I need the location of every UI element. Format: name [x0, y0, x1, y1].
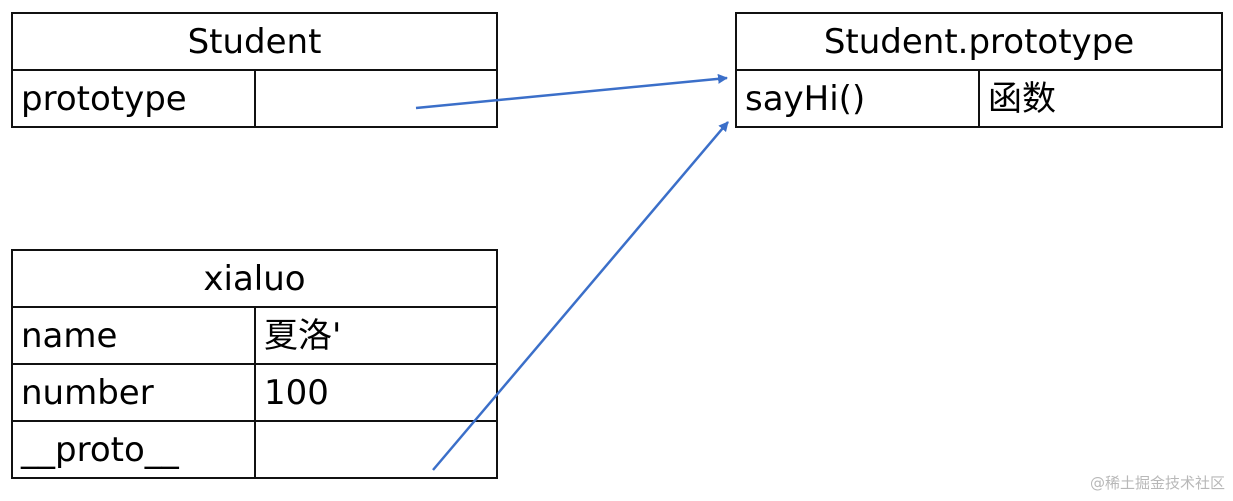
student-title: Student	[11, 12, 498, 71]
sayhi-value: 函数	[977, 69, 1224, 128]
proto-value	[253, 420, 499, 479]
student-prototype-title: Student.prototype	[734, 12, 1224, 71]
student-prototype-key: prototype	[11, 69, 256, 128]
table-row: name 夏洛'	[11, 306, 499, 365]
proto-key: __proto__	[11, 420, 256, 479]
sayhi-key: sayHi()	[735, 69, 980, 128]
name-key: name	[11, 306, 256, 365]
xialuo-title: xialuo	[10, 249, 499, 308]
table-row: sayHi() 函数	[735, 69, 1224, 128]
watermark: @稀土掘金技术社区	[1089, 474, 1225, 492]
student-table: Student prototype	[11, 12, 498, 128]
xialuo-table: xialuo name 夏洛' number 100 __proto__	[10, 249, 499, 479]
table-row: number 100	[11, 363, 499, 422]
table-row: prototype	[11, 69, 498, 128]
number-key: number	[11, 363, 256, 422]
name-value: 夏洛'	[253, 306, 499, 365]
student-prototype-value	[254, 69, 498, 128]
table-row: __proto__	[11, 420, 499, 479]
student-prototype-table: Student.prototype sayHi() 函数	[734, 12, 1224, 128]
number-value: 100	[253, 363, 499, 422]
